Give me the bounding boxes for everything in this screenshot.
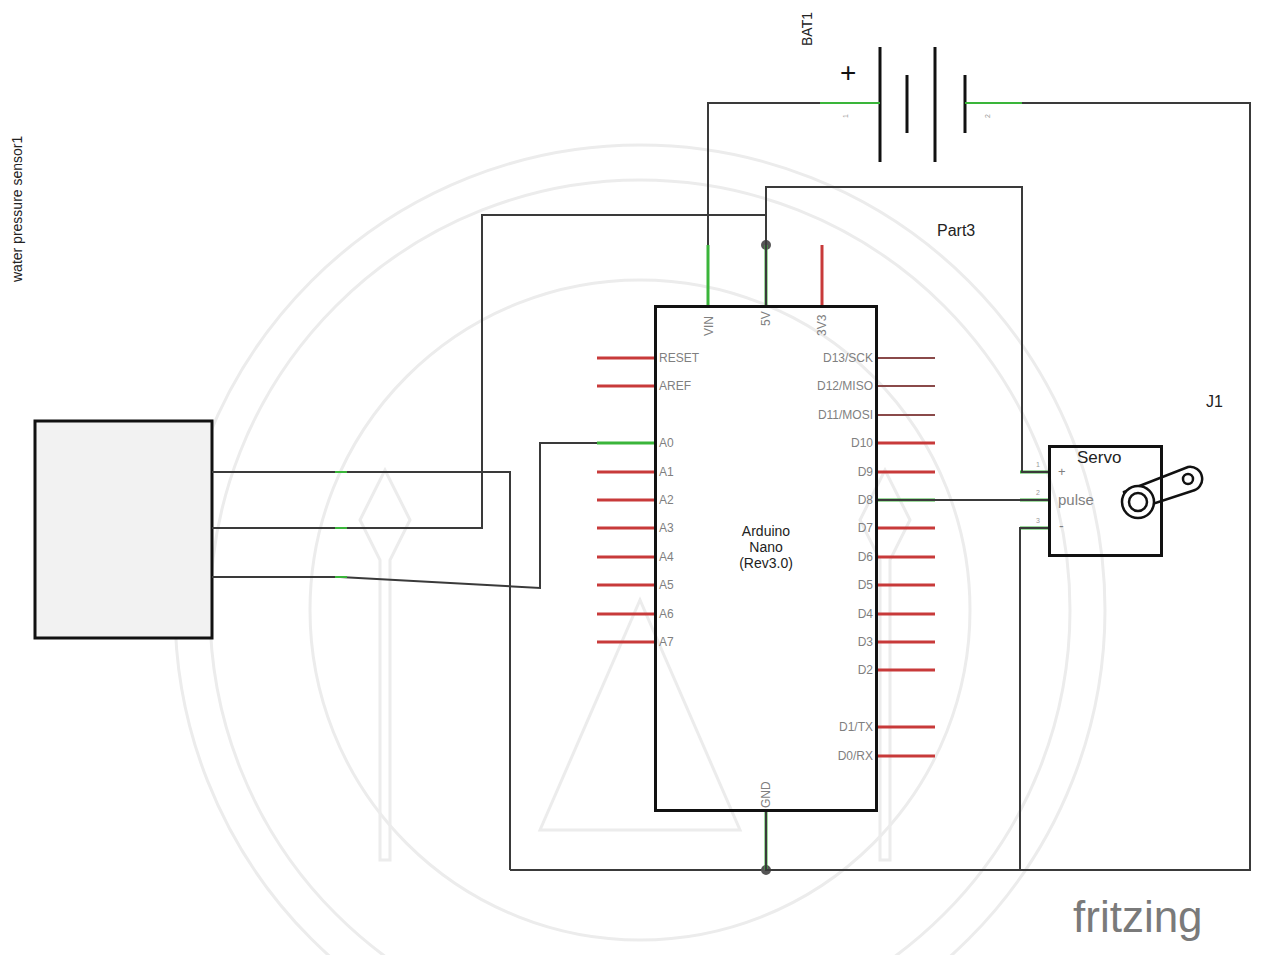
board-title: Arduino Nano (Rev3.0) [730, 523, 802, 571]
pin-name: D10 [851, 436, 873, 450]
part-name: J1 [1206, 393, 1223, 411]
pin-name: A0 [659, 436, 674, 450]
pin-name: - [1059, 519, 1064, 533]
pin-name: A2 [659, 493, 674, 507]
part-name: Part3 [937, 222, 975, 240]
pin-name: D6 [858, 550, 873, 564]
pin-name: A5 [659, 578, 674, 592]
pin-name: GND [759, 781, 773, 808]
pin-connected [597, 245, 1048, 870]
wire [766, 187, 1048, 472]
pin-number: 1 [1036, 461, 1040, 469]
pin-name: 5V [759, 311, 773, 326]
pin-name: D9 [858, 465, 873, 479]
pin-name: D0/RX [838, 749, 873, 763]
pin-number: 2 [984, 114, 992, 118]
pin-name: pulse [1058, 493, 1094, 507]
part-title: Servo [1077, 451, 1121, 465]
wire-end [335, 103, 1022, 577]
battery-symbol [880, 47, 965, 162]
pin-name: D1/TX [839, 720, 873, 734]
wire [878, 499, 1048, 501]
pin-name: A4 [659, 550, 674, 564]
arduino-board: Arduino Nano (Rev3.0) RESET AREF A0A1A2A3A4… [654, 305, 878, 812]
pin-name: A7 [659, 635, 674, 649]
pin-number: 2 [1036, 489, 1040, 497]
pin-name: D12/MISO [817, 379, 873, 393]
pin-name: D8 [858, 493, 873, 507]
pin-number: 1 [842, 114, 850, 118]
pin-name: D7 [858, 521, 873, 535]
pin [878, 358, 935, 415]
pin-name: D11/MOSI [818, 408, 873, 422]
servo-box: Servo + pulse - [1048, 445, 1163, 557]
pin-name: + [1058, 465, 1066, 479]
pin-number: 3 [1036, 517, 1040, 525]
pin-name: A1 [659, 465, 674, 479]
pin-name: A6 [659, 607, 674, 621]
watermark: fritzing [1073, 893, 1203, 941]
pin-name: D5 [858, 578, 873, 592]
pin-name: D3 [858, 635, 873, 649]
pin-name: AREF [659, 379, 691, 393]
pin-name: A3 [659, 521, 674, 535]
pin-name: D4 [858, 607, 873, 621]
watermark-seal [175, 145, 1105, 955]
pin-name: D2 [858, 663, 873, 677]
wire [212, 103, 1250, 870]
pin-name: 3V3 [815, 315, 829, 336]
pin-name: D13/SCK [823, 351, 873, 365]
sensor-body [35, 421, 212, 638]
polarity-mark: + [840, 58, 856, 89]
wire [766, 528, 1048, 870]
pin-name: RESET [659, 351, 699, 365]
part-name: water pressure sensor1 [10, 136, 25, 282]
part-name: BAT1 [800, 12, 815, 46]
pin-name: VIN [702, 316, 716, 336]
